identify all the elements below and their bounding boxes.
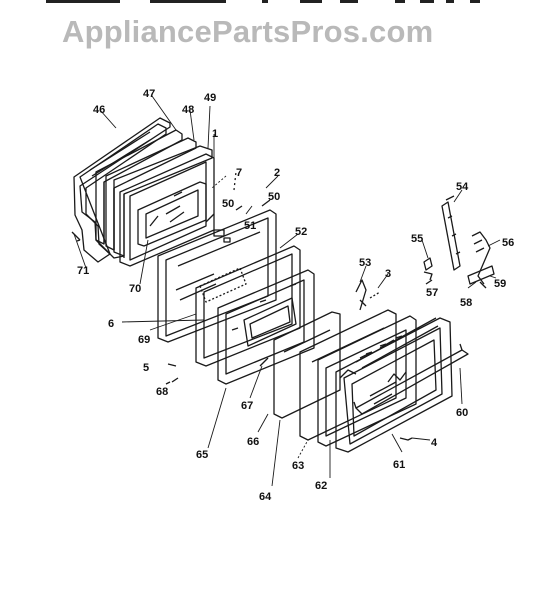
- callout-1: 1: [212, 128, 219, 140]
- part-53-3-hinge-parts: [355, 279, 381, 311]
- part-7-50-screws: [205, 171, 271, 223]
- callout-55: 55: [411, 233, 424, 245]
- part-54-hinge-arm: [441, 195, 461, 271]
- callout-65: 65: [196, 449, 209, 461]
- callout-62: 62: [315, 480, 328, 492]
- part-6-insulation: [195, 245, 301, 367]
- callout-51: 51: [244, 220, 257, 232]
- callout-68: 68: [156, 386, 169, 398]
- callout-69: 69: [138, 334, 151, 346]
- callout-54: 54: [456, 181, 469, 193]
- callout-71: 71: [77, 265, 90, 277]
- callout-2: 2: [274, 167, 281, 179]
- part-47-48-49-frames: [95, 129, 213, 259]
- leader-lines: [73, 95, 501, 487]
- part-46-back-panel: [73, 117, 171, 263]
- part-66-glass-pane: [259, 311, 341, 419]
- top-clipped-strip: [46, 0, 480, 3]
- callout-58: 58: [460, 297, 473, 309]
- callout-60: 60: [456, 407, 469, 419]
- callout-46: 46: [93, 104, 106, 116]
- part-61-outer-frame: [335, 317, 453, 453]
- part-1-inner-door-box: [119, 153, 215, 267]
- callout-53: 53: [359, 257, 372, 269]
- callout-3: 3: [385, 268, 392, 280]
- part-5-68-small-items: [165, 363, 179, 385]
- part-60-handle: [353, 343, 469, 415]
- callout-6: 6: [108, 318, 115, 330]
- callout-63: 63: [292, 460, 305, 472]
- callout-70: 70: [129, 283, 142, 295]
- part-70-window-pack: [137, 181, 207, 247]
- callout-56: 56: [502, 237, 515, 249]
- part-56-58-59-spring-assembly: [467, 231, 495, 289]
- callout-67: 67: [241, 400, 254, 412]
- part-4-clip: [399, 437, 413, 441]
- callout-4: 4: [431, 437, 438, 449]
- part-52-front-panel: [157, 209, 277, 343]
- callout-47: 47: [143, 88, 156, 100]
- callout-52: 52: [295, 226, 308, 238]
- callout-49: 49: [204, 92, 217, 104]
- callout-7: 7: [236, 167, 243, 179]
- callout-61: 61: [393, 459, 406, 471]
- part-55-57-fasteners: [423, 257, 433, 285]
- callout-57: 57: [426, 287, 439, 299]
- callout-5: 5: [143, 362, 150, 374]
- part-71-screw: [71, 231, 81, 242]
- callout-64: 64: [259, 491, 272, 503]
- watermark: AppliancePartsPros.com: [62, 14, 434, 49]
- callout-48: 48: [182, 104, 195, 116]
- callout-66: 66: [247, 436, 260, 448]
- callout-59: 59: [494, 278, 507, 290]
- callout-50-left: 50: [222, 198, 235, 210]
- callout-50-right: 50: [268, 191, 281, 203]
